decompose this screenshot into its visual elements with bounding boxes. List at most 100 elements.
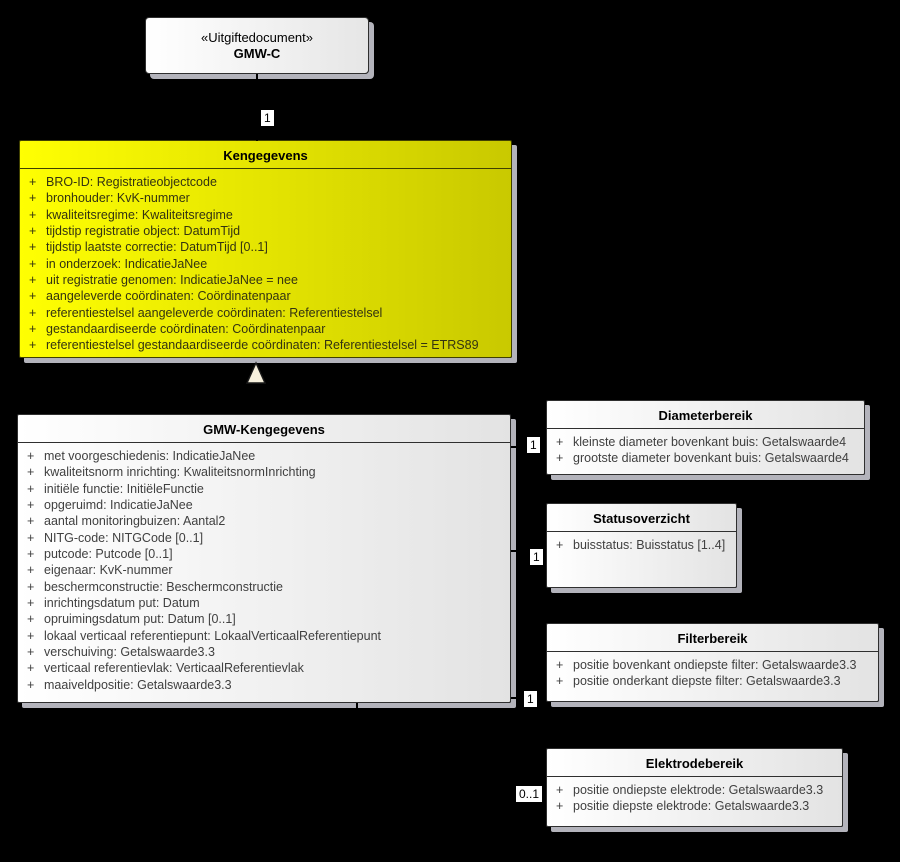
multiplicity-label-elektrodebereik: 0..1 [516,786,543,802]
visibility-marker: + [29,224,37,239]
class-elektrodebereik: Elektrodebereik + positie ondiepste elek… [546,748,843,827]
attribute-text: NITG-code: NITGCode [0..1] [44,530,204,545]
attribute-row: + positie ondiepste elektrode: Getalswaa… [556,782,836,798]
class-title: Filterbereik [547,624,878,652]
attribute-text: positie onderkant diepste filter: Getals… [573,674,841,689]
class-title: Elektrodebereik [547,749,842,777]
class-title: GMW-Kengegevens [18,415,510,443]
visibility-marker: + [29,175,37,189]
class-title: Statusoverzicht [547,504,736,532]
attribute-text: opgeruimd: IndicatieJaNee [44,498,193,513]
attribute-row: + kwaliteitsnorm inrichting: Kwaliteitsn… [27,464,504,480]
attribute-row: + buisstatus: Buisstatus [1..4] [556,537,730,553]
visibility-marker: + [27,547,35,562]
attribute-text: verticaal referentievlak: VerticaalRefer… [44,661,304,676]
visibility-marker: + [556,674,564,689]
visibility-marker: + [27,563,35,578]
attribute-row: + verticaal referentievlak: VerticaalRef… [27,660,504,676]
attribute-text: tijdstip laatste correctie: DatumTijd [0… [46,240,268,255]
visibility-marker: + [27,514,35,529]
attribute-row: + BRO-ID: Registratieobjectcode [29,174,505,190]
attribute-row: + verschuiving: Getalswaarde3.3 [27,644,504,660]
attribute-row: + NITG-code: NITGCode [0..1] [27,530,504,546]
attribute-text: kleinste diameter bovenkant buis: Getals… [573,435,847,449]
attribute-text: bronhouder: KvK-nummer [46,191,190,206]
attribute-text: referentiestelsel aangeleverde coördinat… [46,305,383,320]
visibility-marker: + [27,645,35,660]
attributes-list: + met voorgeschiedenis: IndicatieJaNee +… [18,443,510,697]
attribute-row: + aantal monitoringbuizen: Aantal2 [27,513,504,529]
attributes-list: + BRO-ID: Registratieobjectcode + bronho… [20,169,511,358]
visibility-marker: + [29,273,37,288]
attribute-text: kwaliteitsregime: Kwaliteitsregime [46,207,233,222]
attribute-text: aangeleverde coördinaten: Coördinatenpaa… [46,289,291,304]
attribute-row: + lokaal verticaal referentiepunt: Lokaa… [27,628,504,644]
visibility-marker: + [556,658,564,672]
attribute-row: + maaiveldpositie: Getalswaarde3.3 [27,677,504,693]
attribute-row: + met voorgeschiedenis: IndicatieJaNee [27,448,504,464]
attribute-text: positie bovenkant ondiepste filter: Geta… [573,658,857,672]
attribute-text: positie ondiepste elektrode: Getalswaard… [573,783,824,797]
attribute-text: buisstatus: Buisstatus [1..4] [573,538,726,552]
attribute-row: + opruimingsdatum put: Datum [0..1] [27,611,504,627]
attributes-list: + buisstatus: Buisstatus [1..4] [547,532,736,557]
visibility-marker: + [29,207,37,222]
attribute-text: putcode: Putcode [0..1] [44,547,173,562]
class-name: GMW-C [233,45,281,61]
visibility-marker: + [29,322,37,337]
visibility-marker: + [29,256,37,271]
class-gmw-kengegevens: GMW-Kengegevens + met voorgeschiedenis: … [17,414,511,703]
attribute-text: eigenaar: KvK-nummer [44,563,173,578]
attributes-list: + kleinste diameter bovenkant buis: Geta… [547,429,864,471]
attribute-row: + in onderzoek: IndicatieJaNee [29,256,505,272]
attribute-text: inrichtingsdatum put: Datum [44,596,200,611]
class-filterbereik: Filterbereik + positie bovenkant ondieps… [546,623,879,702]
visibility-marker: + [556,451,564,466]
attribute-row: + aangeleverde coördinaten: Coördinatenp… [29,288,505,304]
attribute-row: + tijdstip registratie object: DatumTijd [29,223,505,239]
attribute-text: maaiveldpositie: Getalswaarde3.3 [44,677,232,692]
multiplicity-label-filterbereik: 1 [524,691,537,707]
attribute-row: + referentiestelsel gestandaardiseerde c… [29,337,505,353]
attribute-text: beschermconstructie: Beschermconstructie [44,579,283,594]
stereotype-label: «Uitgiftedocument» [200,29,313,45]
attribute-row: + positie diepste elektrode: Getalswaard… [556,798,836,814]
visibility-marker: + [556,435,564,449]
class-uitgiftedocument-gmwc: «Uitgiftedocument» GMW-C [145,17,369,74]
visibility-marker: + [29,240,37,255]
visibility-marker: + [29,305,37,320]
visibility-marker: + [27,481,35,496]
visibility-marker: + [27,579,35,594]
visibility-marker: + [27,498,35,513]
attribute-row: + uit registratie genomen: IndicatieJaNe… [29,272,505,288]
generalization-arrowhead-icon [245,361,267,384]
attribute-row: + positie bovenkant ondiepste filter: Ge… [556,657,872,673]
visibility-marker: + [29,191,37,206]
visibility-marker: + [27,628,35,643]
class-kengegevens: Kengegevens + BRO-ID: Registratieobjectc… [19,140,512,358]
attribute-row: + grootste diameter bovenkant buis: Geta… [556,450,858,466]
attribute-text: kwaliteitsnorm inrichting: Kwaliteitsnor… [44,465,316,480]
attribute-text: met voorgeschiedenis: IndicatieJaNee [44,449,256,463]
attribute-row: + eigenaar: KvK-nummer [27,562,504,578]
visibility-marker: + [556,538,564,552]
attribute-row: + putcode: Putcode [0..1] [27,546,504,562]
multiplicity-label-diameterbereik: 1 [527,437,540,453]
attribute-text: BRO-ID: Registratieobjectcode [46,175,217,189]
attribute-row: + tijdstip laatste correctie: DatumTijd … [29,239,505,255]
class-statusoverzicht: Statusoverzicht + buisstatus: Buisstatus… [546,503,737,588]
class-title: Diameterbereik [547,401,864,429]
visibility-marker: + [27,612,35,627]
attribute-text: grootste diameter bovenkant buis: Getals… [573,451,849,466]
visibility-marker: + [556,799,564,814]
attribute-row: + positie onderkant diepste filter: Geta… [556,673,872,689]
attribute-text: opruimingsdatum put: Datum [0..1] [44,612,236,627]
attribute-text: lokaal verticaal referentiepunt: LokaalV… [44,628,382,643]
visibility-marker: + [27,530,35,545]
attribute-text: referentiestelsel gestandaardiseerde coö… [46,338,479,353]
attribute-text: gestandaardiseerde coördinaten: Coördina… [46,322,326,337]
attribute-text: in onderzoek: IndicatieJaNee [46,256,208,271]
attribute-row: + beschermconstructie: Beschermconstruct… [27,579,504,595]
attributes-list: + positie ondiepste elektrode: Getalswaa… [547,777,842,819]
attribute-text: aantal monitoringbuizen: Aantal2 [44,514,226,529]
